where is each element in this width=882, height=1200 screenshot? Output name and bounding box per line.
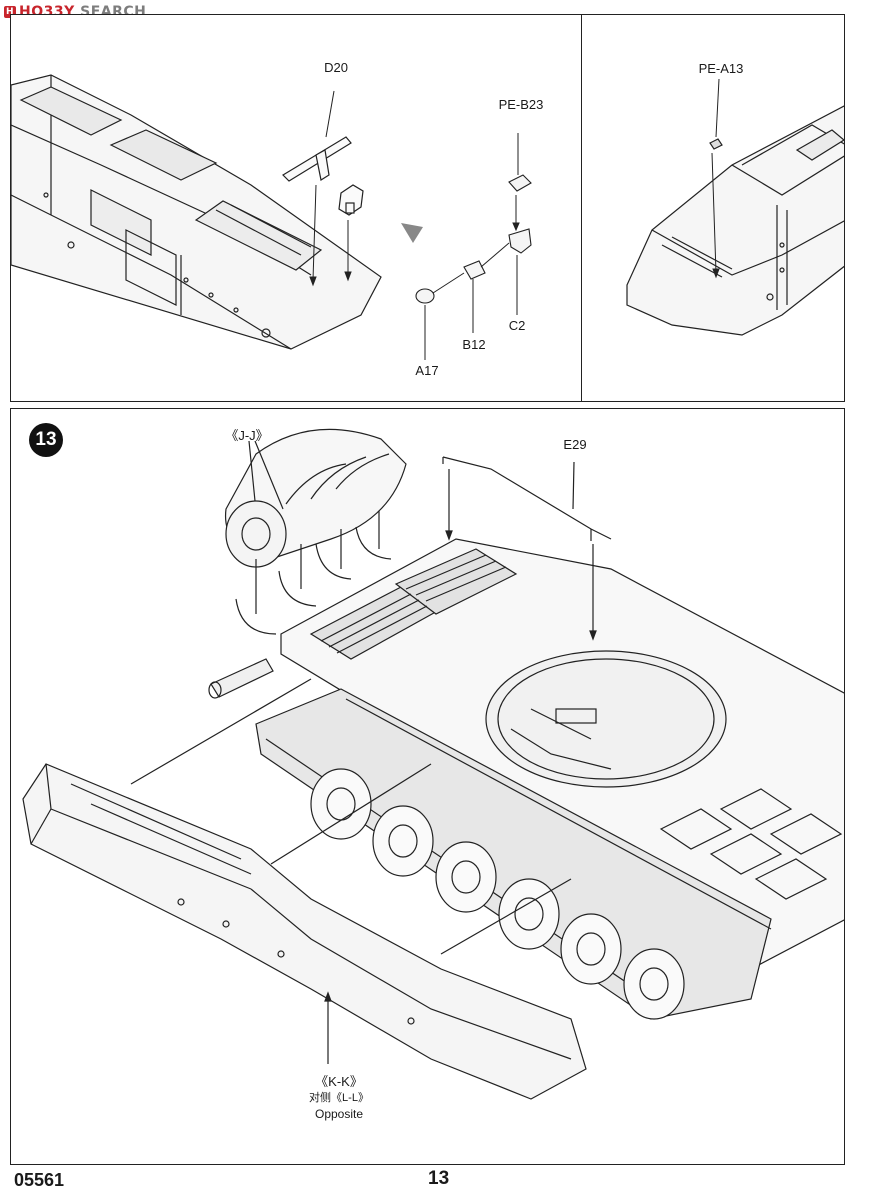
opposite-side-note: Opposite (314, 1107, 364, 1121)
part-label-b12: B12 (462, 337, 486, 352)
part-label-d20: D20 (324, 60, 348, 75)
step-number-badge: 13 (29, 423, 63, 457)
part-label-ll: 对侧《L-L》 (309, 1092, 369, 1104)
side-skirt-label-group: 《K-K》 对侧《L-L》 Opposite (279, 1074, 399, 1122)
part-label-pe-a13: PE-A13 (698, 61, 744, 76)
part-label-pe-b23: PE-B23 (498, 97, 544, 112)
part-label-jj: 《J-J》 (225, 428, 269, 443)
part-label-e29: E29 (563, 437, 587, 452)
page-number: 13 (428, 1168, 450, 1189)
part-label-c2: C2 (508, 318, 526, 333)
part-label-a17: A17 (415, 363, 439, 378)
rear-plate-detail-panel: PE-A13 (581, 14, 845, 402)
rear-plate-drawing (626, 78, 844, 336)
rear-hull-detail-panel: D20 PE-B23 C2 B12 A17 (10, 14, 582, 402)
step-13-assembly-drawing (22, 428, 844, 1100)
part-label-kk: 《K-K》 (315, 1074, 363, 1089)
product-code: 05561 (14, 1170, 65, 1190)
rear-hull-drawing (11, 74, 532, 360)
step-13-panel: 13 (10, 408, 845, 1165)
